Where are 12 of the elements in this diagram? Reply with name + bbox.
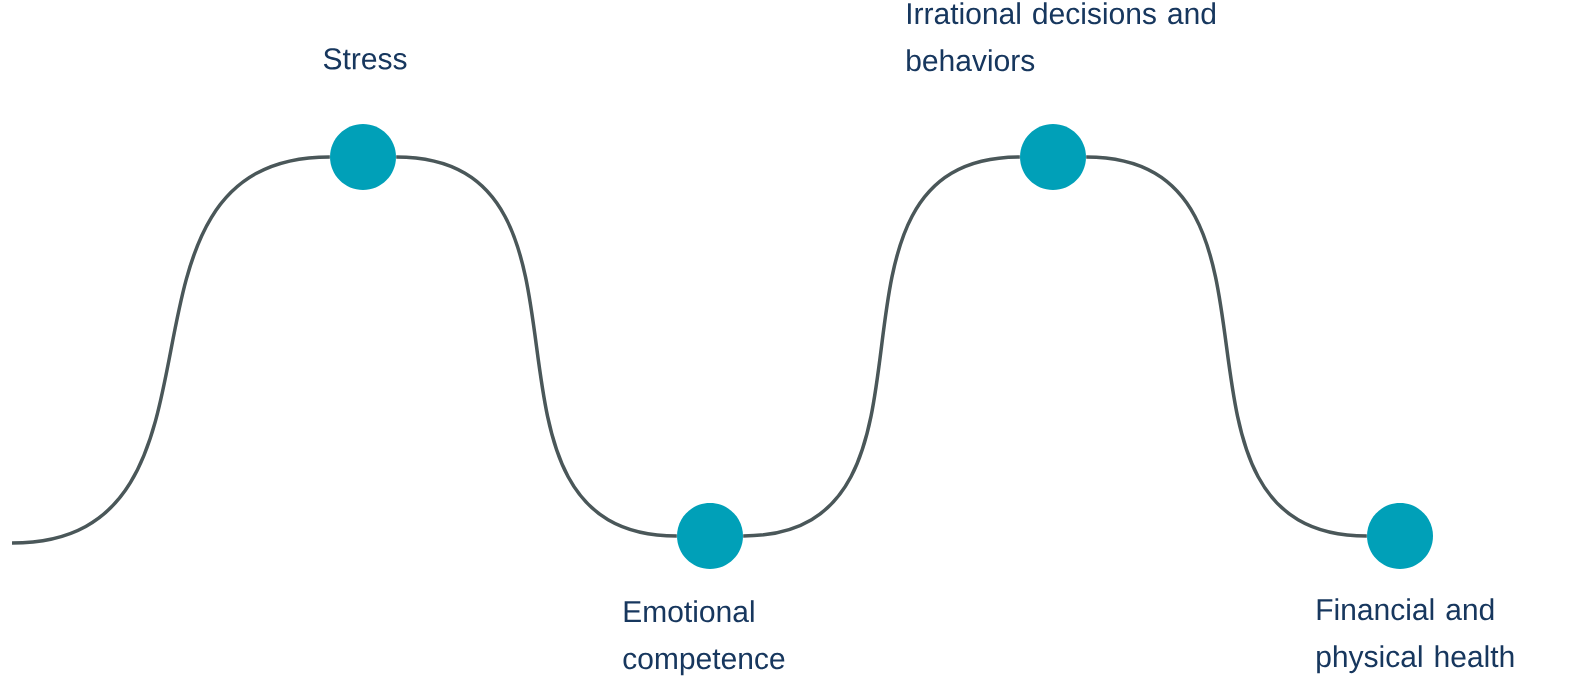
dot: [1367, 503, 1433, 569]
node-label: Irrational decisions and behaviors: [907, 2, 1216, 72]
node-label: Stress: [323, 48, 407, 70]
node-label: Financial and physical health: [1317, 598, 1514, 674]
wave-line: [1085, 155, 1368, 538]
dot: [330, 124, 396, 190]
wave-line: [742, 155, 1021, 538]
node-label: Emotional competence: [623, 600, 785, 676]
dot: [1020, 124, 1086, 190]
dot: [677, 503, 743, 569]
wave-line: [395, 155, 678, 538]
wave-line: [11, 155, 331, 545]
